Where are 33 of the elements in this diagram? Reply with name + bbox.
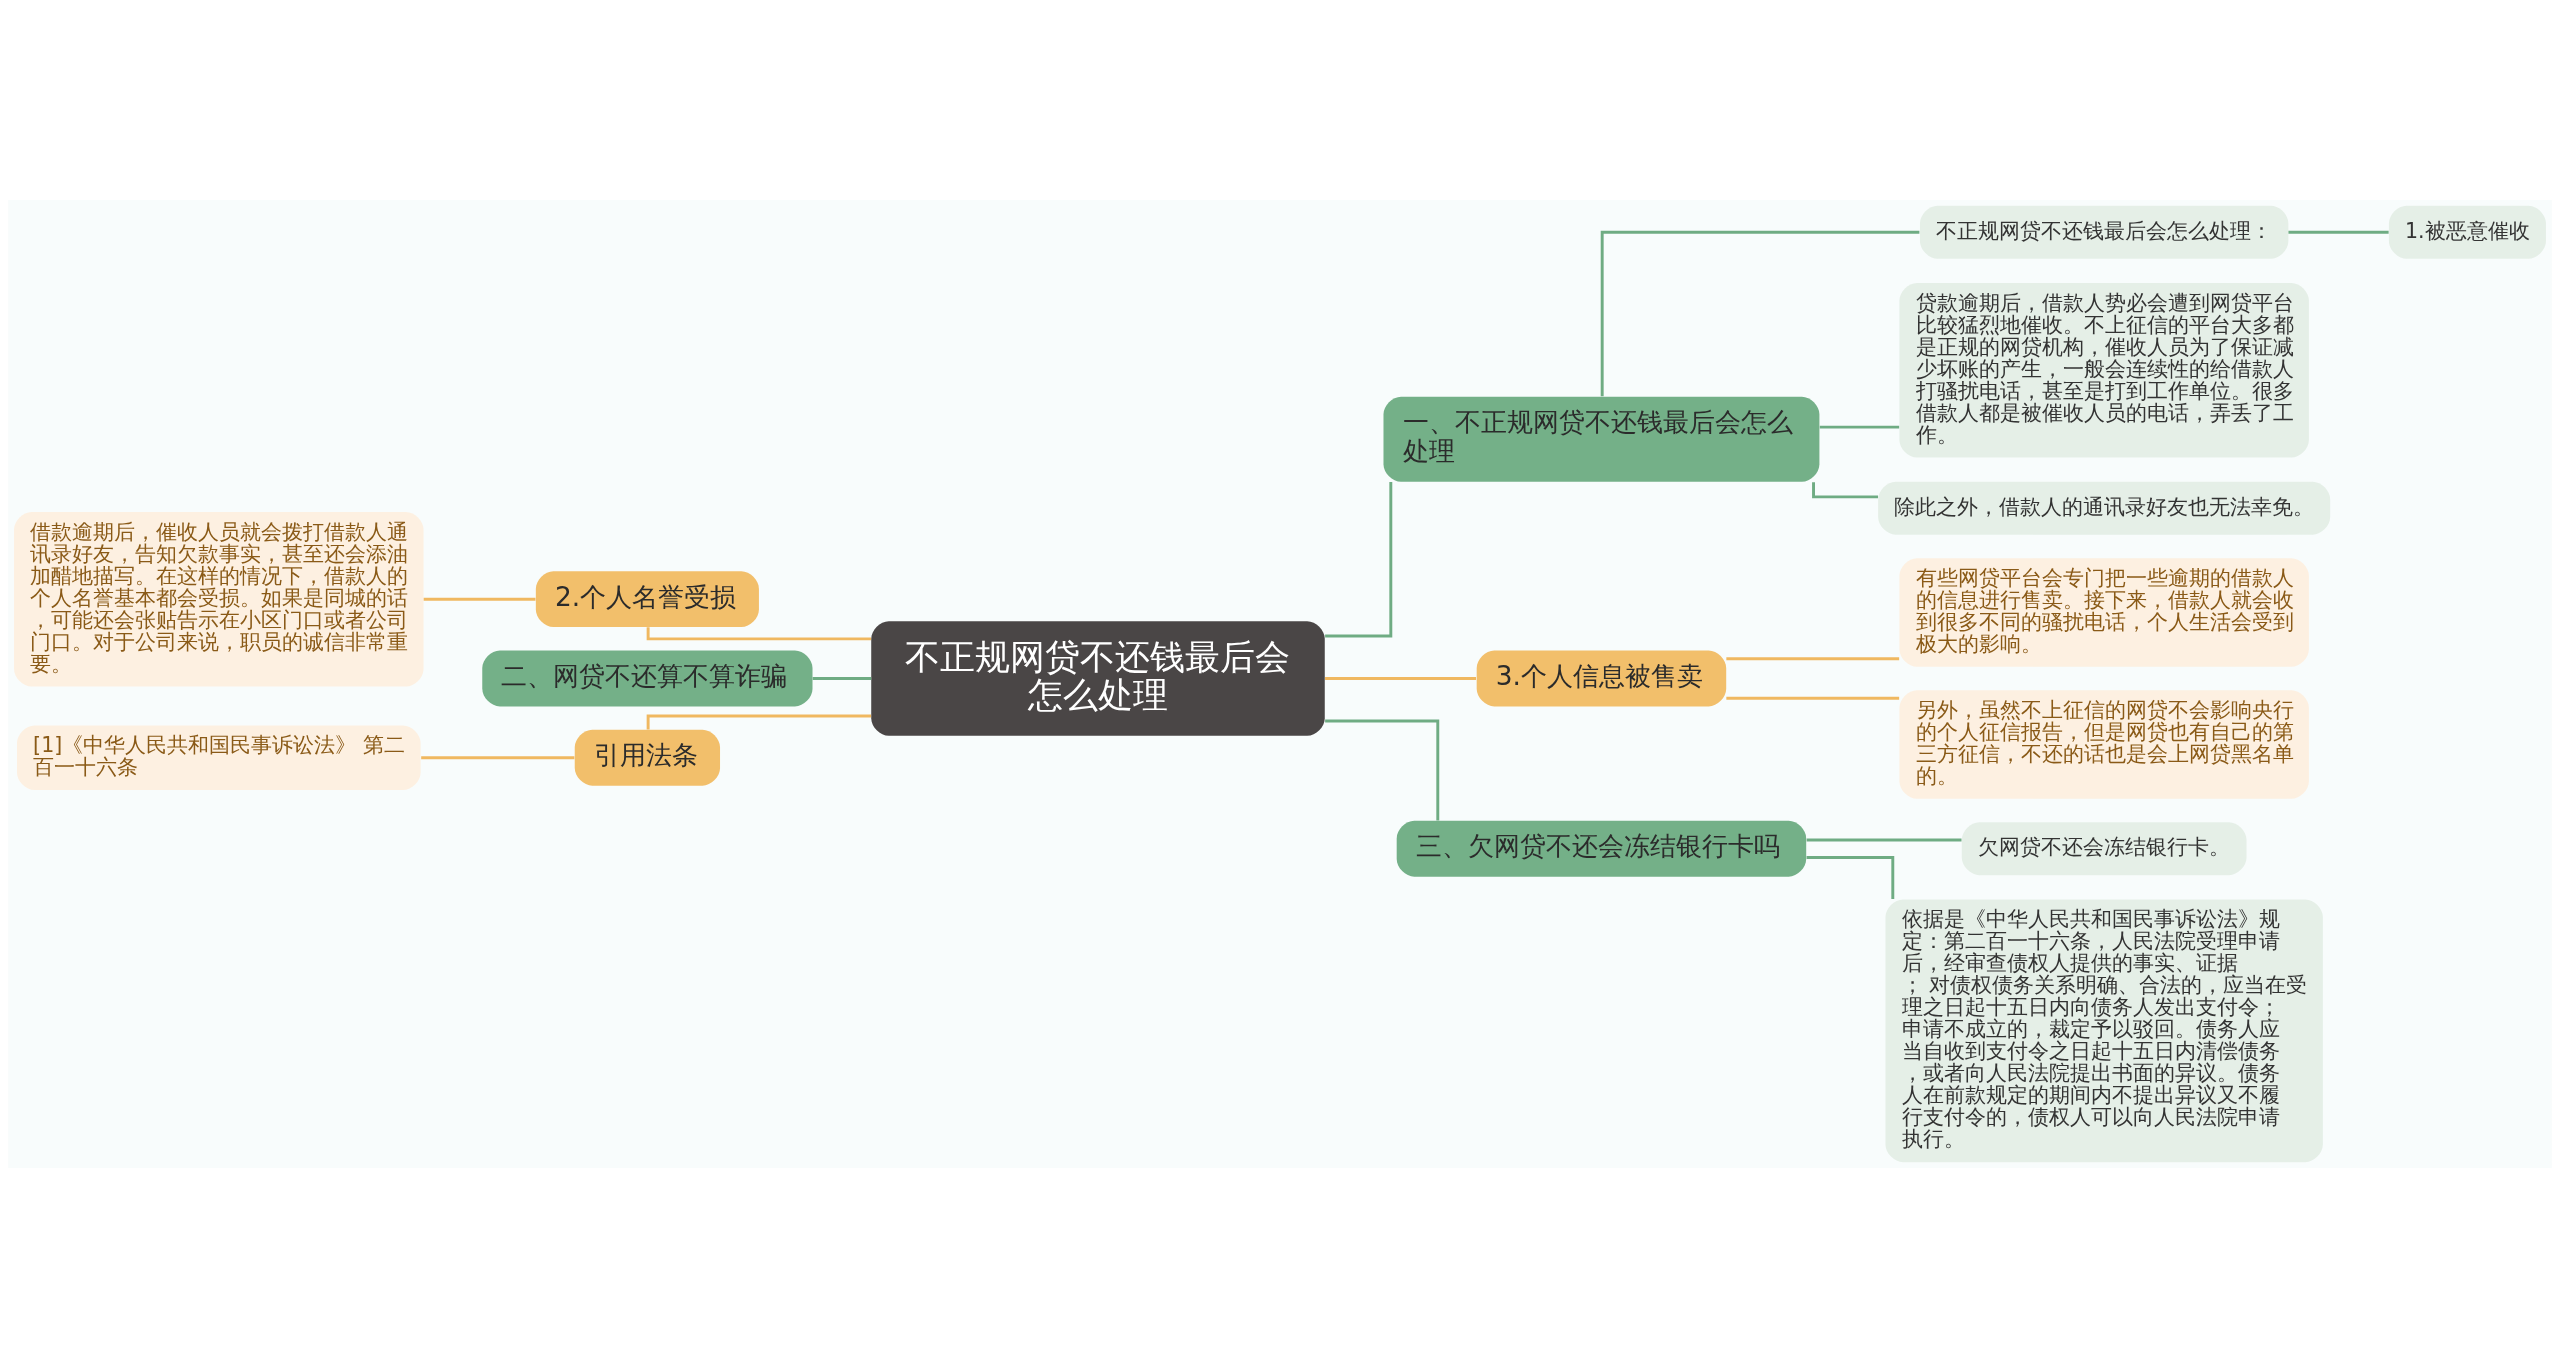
connector: [2288, 230, 2389, 234]
node-box: 3.个人信息被售卖: [1476, 650, 1727, 707]
connector: [423, 597, 536, 601]
connector: [1806, 856, 1895, 900]
connector: [1726, 696, 1900, 700]
node-box: 有些网贷平台会专门把一些逾期的借款人的信息进行售卖。接下来，借款人就会收到很多不同的骚扰电话，个人生活会受到极大的影响。: [1899, 558, 2309, 667]
connector: [1600, 230, 1920, 397]
connector: [812, 677, 872, 680]
connector: [1325, 677, 1477, 680]
connector: [421, 756, 575, 760]
node-box: 2.个人名誉受损: [535, 571, 759, 628]
connector: [1325, 481, 1393, 638]
node-box: 欠网贷不还会冻结银行卡。: [1961, 822, 2247, 876]
node-box: 不正规网贷不还钱最后会怎么处理：: [1919, 205, 2289, 259]
node-box: 一、不正规网贷不还钱最后会怎么处理: [1383, 396, 1820, 482]
node-box: 引用法条: [574, 729, 721, 786]
node-box: 不正规网贷不还钱最后会怎么处理: [871, 621, 1325, 736]
connector: [1325, 719, 1440, 821]
node-box: 1.被恶意催收: [2388, 205, 2546, 259]
node-box: 三、欠网贷不还会冻结银行卡吗: [1396, 820, 1807, 877]
node-box: 依据是《中华人民共和国民事诉讼法》规定：第二百一十六条，人民法院受理申请后，经审查债权人提供的事实、证据； 对债权债务关系明确、合法的，应当在受理之日起十五日内向债务人发出支付令；申请不成立的，裁定予以驳回。债务人应当自收到支付令之日起十五日内清偿债务，或者向人民法院提出书面的异议。债务人在前款规定的期间内不提出异议又不履行支付令的，债权人可以向人民法院申请执行。: [1885, 899, 2323, 1163]
node-box: 除此之外，借款人的通讯录好友也无法幸免。: [1878, 481, 2331, 535]
connector: [1726, 657, 1900, 661]
node-box: 二、网贷不还算不算诈骗: [482, 650, 813, 707]
connector: [646, 627, 872, 641]
connector: [1812, 482, 1879, 499]
connector: [646, 714, 872, 730]
node-box: [1]《中华人民共和国民事诉讼法》 第二百一十六条: [17, 725, 421, 791]
connector: [1819, 425, 1900, 429]
node-box: 贷款逾期后，借款人势必会遭到网贷平台比较猛烈地催收。不上征信的平台大多都是正规的网贷机构，催收人员为了保证减少坏账的产生，一般会连续性的给借款人打骚扰电话，甚至是打到工作单位。很多借款人都是被催收人员的电话，弄丢了工作。: [1899, 282, 2309, 458]
node-box: 借款逾期后，催收人员就会拨打借款人通讯录好友，告知欠款事实，甚至还会添油加醋地描写。在这样的情况下，借款人的个人名誉基本都会受损。如果是同城的话，可能还会张贴告示在小区门口或者公司门口。对于公司来说，职员的诚信非常重要。: [14, 511, 424, 687]
connector: [1806, 838, 1962, 842]
node-box: 另外，虽然不上征信的网贷不会影响央行的个人征信报告，但是网贷也有自己的第三方征信，不还的话也是会上网贷黑名单的。: [1899, 690, 2309, 799]
